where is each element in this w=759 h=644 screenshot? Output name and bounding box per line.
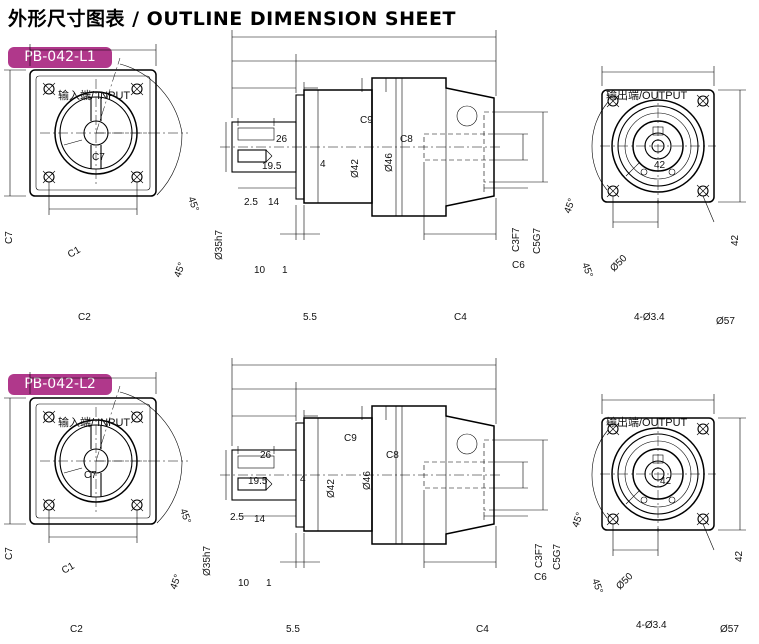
section-2-drawings: 输入端/ INPUT 输出端/OUTPUT C7 C7 C1 C2 45° 45… [4, 357, 746, 635]
input-label-2: 输入端/ INPUT [58, 415, 130, 429]
dim-c5g7: C5G7 [532, 227, 543, 254]
dim-c4-2: C4 [476, 624, 489, 635]
dim-d35h7: Ø35h7 [214, 230, 225, 260]
dim-c2: C2 [78, 312, 91, 323]
dim-d50: Ø50 [608, 253, 629, 274]
input-label-1: 输入端/ INPUT [58, 88, 130, 102]
dim-d42: Ø42 [350, 159, 361, 178]
model-badge-l1: PB-042-L1 [8, 47, 112, 68]
dim-c8-2: C8 [386, 450, 399, 461]
dim-26-2: 26 [260, 450, 272, 461]
dim-14-2: 14 [254, 514, 266, 525]
dim-c7-left-2: C7 [4, 547, 15, 560]
dim-45-input-a-2: 45° [177, 507, 193, 525]
dim-c7-left: C7 [4, 231, 15, 244]
dim-c7-top: C7 [92, 152, 105, 163]
dim-d57-2: Ø57 [720, 624, 739, 635]
dim-45-input-a: 45° [185, 195, 201, 213]
dim-c8: C8 [400, 134, 413, 145]
dim-4: 4 [320, 159, 326, 170]
dim-14: 14 [268, 197, 280, 208]
dim-45-output-b: 45° [579, 261, 595, 279]
section-1-drawings: 输入端/ INPUT 输出端/OUTPUT C7 C7 C1 C2 45° 45… [4, 29, 746, 327]
dim-10-2: 10 [238, 578, 250, 589]
output-label-1: 输出端/OUTPUT [606, 88, 688, 102]
side-view-2 [219, 357, 549, 569]
dim-10: 10 [254, 265, 266, 276]
dim-c1: C1 [66, 244, 83, 260]
dim-c7-top-2: C7 [84, 470, 97, 481]
dim-d35h7-2: Ø35h7 [202, 546, 213, 576]
output-label-2: 输出端/OUTPUT [606, 415, 688, 429]
dim-45-output-a-2: 45° [570, 511, 586, 529]
page-title: 外形尺寸图表 / OUTLINE DIMENSION SHEET [8, 8, 456, 30]
dim-45-input-b: 45° [172, 261, 188, 279]
dim-c9: C9 [360, 115, 373, 126]
dim-out-42-top: 42 [654, 160, 666, 171]
dim-c2-2: C2 [70, 624, 83, 635]
side-view-1 [219, 29, 549, 241]
dim-c1-2: C1 [60, 560, 77, 576]
dim-c6: C6 [512, 260, 525, 271]
dim-out-42-right: 42 [730, 234, 741, 246]
dim-4-d3-4: 4-Ø3.4 [634, 312, 665, 323]
dim-1: 1 [282, 265, 288, 276]
model-badge-l2: PB-042-L2 [8, 374, 112, 395]
dim-d50-2: Ø50 [614, 571, 635, 592]
dim-d46-2: Ø46 [362, 471, 373, 490]
dim-out-42-top-2: 42 [660, 476, 672, 487]
dim-c9-2: C9 [344, 433, 357, 444]
dim-c4: C4 [454, 312, 467, 323]
dim-5-5-2: 5.5 [286, 624, 300, 635]
dim-2-5: 2.5 [244, 197, 258, 208]
dim-45-input-b-2: 45° [168, 573, 184, 591]
input-view-1 [4, 44, 188, 215]
dim-2-5-2: 2.5 [230, 512, 244, 523]
dim-d57: Ø57 [716, 316, 735, 327]
dim-19-5-2: 19.5 [248, 476, 268, 487]
input-view-2 [4, 372, 188, 543]
dim-d46: Ø46 [384, 153, 395, 172]
dim-4-2: 4 [300, 474, 306, 485]
dim-5-5: 5.5 [303, 312, 317, 323]
dim-4-d3-4-2: 4-Ø3.4 [636, 620, 667, 631]
dim-1-2: 1 [266, 578, 272, 589]
dim-c3f7: C3F7 [511, 227, 522, 252]
dim-c3f7-2: C3F7 [534, 543, 545, 568]
dim-d42-2: Ø42 [326, 479, 337, 498]
dim-out-42-right-2: 42 [734, 550, 745, 562]
dim-26: 26 [276, 134, 288, 145]
dim-c5g7-2: C5G7 [552, 543, 563, 570]
dim-19-5: 19.5 [262, 161, 282, 172]
dim-c6-2: C6 [534, 572, 547, 583]
dim-45-output-a: 45° [562, 197, 578, 215]
dim-45-output-b-2: 45° [589, 577, 605, 595]
